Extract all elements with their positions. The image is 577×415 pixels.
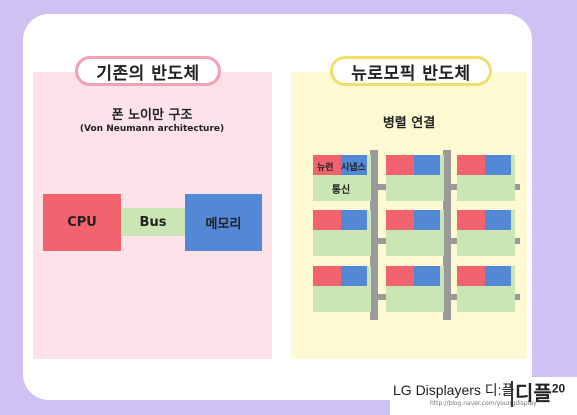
right-heading: 병렬 연결 (382, 116, 436, 131)
link-stub (371, 294, 386, 300)
neuron-block (457, 155, 515, 201)
synapse-label: 시냅스 (341, 163, 366, 173)
neuron-part (386, 210, 414, 230)
synapse-part (485, 155, 511, 175)
memory-block: 메모리 (185, 194, 262, 251)
neuron-block (313, 155, 371, 201)
logo-mark-number: 20 (551, 381, 566, 396)
logo-area (390, 377, 577, 415)
neuron-block (313, 266, 371, 312)
comm-bus-2 (443, 150, 451, 320)
neuron-part (313, 210, 341, 230)
logo-url: http://blog.naver.com/youngdisplay (430, 400, 537, 407)
neuron-block (457, 266, 515, 312)
comm-label: 통신 (331, 185, 351, 196)
synapse-part (414, 155, 440, 175)
logo-mark-text: 디플 (515, 383, 552, 405)
neuron-part (313, 155, 341, 175)
synapse-part (341, 210, 367, 230)
link-stub (513, 184, 520, 190)
logo-text: LG Displayers 디:플 (393, 382, 515, 398)
synapse-part (414, 210, 440, 230)
neuron-part (457, 266, 485, 286)
link-stub (444, 184, 459, 190)
link-stub (371, 184, 386, 190)
neuron-part (386, 266, 414, 286)
synapse-part (341, 155, 367, 175)
neuron-part (457, 155, 485, 175)
neuron-part (386, 155, 414, 175)
synapse-part (414, 266, 440, 286)
logo-mark: 디플20 (515, 377, 565, 406)
neuron-part (457, 210, 485, 230)
neuron-block (386, 210, 444, 256)
link-stub (444, 294, 459, 300)
left-heading: 폰 노이만 구조 (111, 108, 193, 123)
cpu-block: CPU (43, 194, 121, 251)
link-stub (513, 294, 520, 300)
link-stub (371, 238, 386, 244)
synapse-part (485, 266, 511, 286)
neuron-block (313, 210, 371, 256)
link-stub (513, 238, 520, 244)
left-subheading: (Von Neumann architecture) (79, 124, 225, 134)
synapse-part (341, 266, 367, 286)
neuron-block (457, 210, 515, 256)
neuron-label: 뉴런 (317, 163, 334, 173)
neuron-part (313, 266, 341, 286)
link-stub (444, 238, 459, 244)
comm-bus-1 (370, 150, 378, 320)
logo-separator (511, 381, 513, 407)
left-title: 기존의 반도체 (75, 56, 221, 86)
right-title: 뉴로모픽 반도체 (330, 56, 492, 86)
synapse-part (485, 210, 511, 230)
neuron-block (386, 266, 444, 312)
neuron-block (386, 155, 444, 201)
bus-block: Bus (121, 208, 185, 236)
